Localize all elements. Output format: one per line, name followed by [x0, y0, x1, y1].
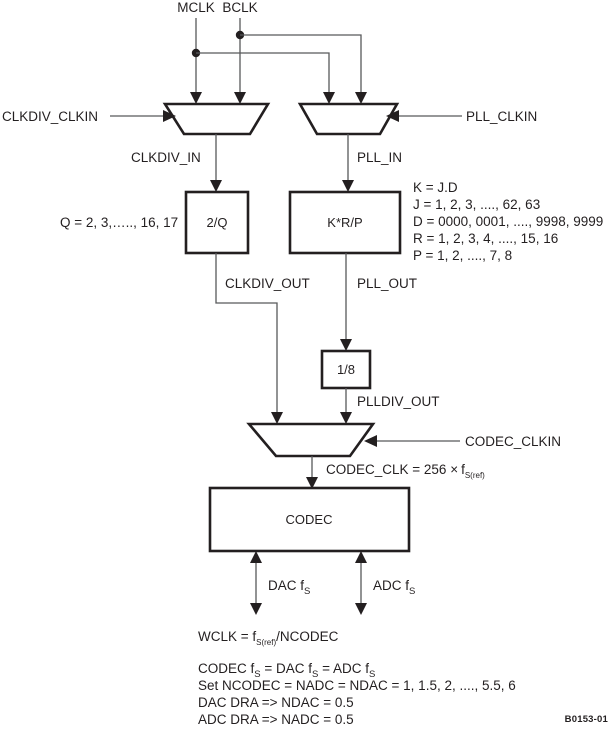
clkdiv-block-label: 2/Q	[207, 215, 228, 230]
codec-clk-times: ×	[450, 462, 458, 477]
codec-fs-b: = DAC f	[261, 661, 313, 676]
arrowhead-adc-up	[355, 551, 367, 563]
codec-fs-c: = ADC f	[318, 661, 369, 676]
arrowhead-codec-clk	[306, 477, 318, 489]
codec-fs-a: CODEC f	[198, 661, 255, 676]
label-mclk: MCLK	[177, 0, 215, 15]
plldiv-block-label: 1/8	[337, 362, 355, 377]
wire-bclk-branch-to-pll-mux	[240, 34, 362, 92]
arrowhead-mclk-into-pll-mux	[323, 92, 335, 104]
label-adc-dra: ADC DRA => NADC = 0.5	[198, 712, 354, 727]
adc-fs-sub: S	[409, 586, 415, 597]
label-codec-fs-equality: CODEC fS = DAC fS = ADC fS	[198, 661, 375, 680]
wire-clkdiv-out	[215, 253, 278, 418]
arrowhead-adc-down	[355, 603, 367, 615]
label-pll-out: PLL_OUT	[357, 276, 417, 291]
label-codec-clkin: CODEC_CLKIN	[465, 434, 561, 449]
label-clkdiv-in: CLKDIV_IN	[131, 150, 201, 165]
wclk-suffix: /NCODEC	[276, 629, 339, 644]
codec-clk-prefix: CODEC_CLK = 256	[326, 462, 450, 477]
arrowhead-plldiv-out-into-codec-mux	[340, 412, 352, 424]
arrowhead-clkdiv-in	[210, 180, 222, 192]
codec-clk-f: f	[461, 462, 465, 477]
clkdiv-block[interactable]	[184, 190, 250, 255]
arrowhead-clkdiv-out-into-codec-mux	[271, 412, 283, 424]
label-adc-fs: ADC fS	[373, 578, 415, 597]
arrowhead-dac-up	[250, 551, 262, 563]
label-set-ncodec: Set NCODEC = NADC = NDAC = 1, 1.5, 2, ..…	[198, 678, 516, 693]
pll-param-line-2: D = 0000, 0001, ...., 9998, 9999	[413, 214, 603, 229]
codec-fs-sub1: S	[254, 669, 260, 680]
arrowhead-codec-clkin	[364, 435, 377, 447]
wire-mclk-branch-to-pll-mux	[196, 52, 330, 92]
codec-block-label: CODEC	[286, 512, 333, 527]
pll-param-line-3: R = 1, 2, 3, 4, ...., 15, 16	[413, 231, 558, 246]
arrowhead-pll-clkin	[386, 110, 399, 122]
label-q-range: Q = 2, 3,….., 16, 17	[60, 215, 178, 230]
codec-block[interactable]	[208, 486, 411, 553]
pll-param-line-4: P = 1, 2, ...., 7, 8	[413, 248, 512, 263]
label-pll-in: PLL_IN	[357, 150, 402, 165]
wclk-prefix: WCLK = f	[198, 629, 256, 644]
wclk-sub: S(ref)	[256, 638, 276, 647]
dac-fs-sub: S	[304, 586, 310, 597]
arrowhead-bclk-into-pll-mux	[355, 92, 367, 104]
codec-mux[interactable]	[246, 422, 376, 458]
pll-param-line-1: J = 1, 2, 3, ...., 62, 63	[413, 197, 540, 212]
codec-fs-sub2: S	[312, 669, 318, 680]
label-wclk: WCLK = fS(ref)/NCODEC	[198, 629, 339, 647]
arrowhead-mclk-into-clkdiv-mux	[190, 92, 202, 104]
label-dac-dra: DAC DRA => NDAC = 0.5	[198, 695, 354, 710]
label-clkdiv-clkin: CLKDIV_CLKIN	[2, 109, 98, 124]
label-codec-clk: CODEC_CLK = 256 ×fS(ref)	[326, 462, 485, 480]
figure-id-code: B0153-01	[565, 714, 609, 725]
arrowhead-pll-in	[342, 180, 354, 192]
codec-clk-sub: S(ref)	[465, 471, 485, 480]
pll-param-line-0: K = J.D	[413, 180, 458, 195]
arrowhead-clkdiv-clkin	[163, 110, 176, 122]
pll-block[interactable]	[288, 190, 402, 255]
arrowhead-dac-down	[250, 603, 262, 615]
pll-mux[interactable]	[297, 102, 400, 136]
clkdiv-mux[interactable]	[162, 102, 271, 136]
label-dac-fs: DAC fS	[268, 578, 310, 597]
dac-fs-main: DAC f	[268, 578, 304, 593]
arrowhead-bclk-into-clkdiv-mux	[234, 92, 246, 104]
adc-fs-main: ADC f	[373, 578, 409, 593]
label-clkdiv-out: CLKDIV_OUT	[225, 276, 310, 291]
codec-fs-sub3: S	[369, 669, 375, 680]
label-bclk: BCLK	[222, 0, 257, 15]
arrowhead-pll-out-into-plldiv	[340, 339, 352, 351]
label-pll-clkin: PLL_CLKIN	[466, 109, 537, 124]
label-plldiv-out: PLLDIV_OUT	[357, 394, 440, 409]
pll-block-label: K*R/P	[327, 215, 362, 230]
